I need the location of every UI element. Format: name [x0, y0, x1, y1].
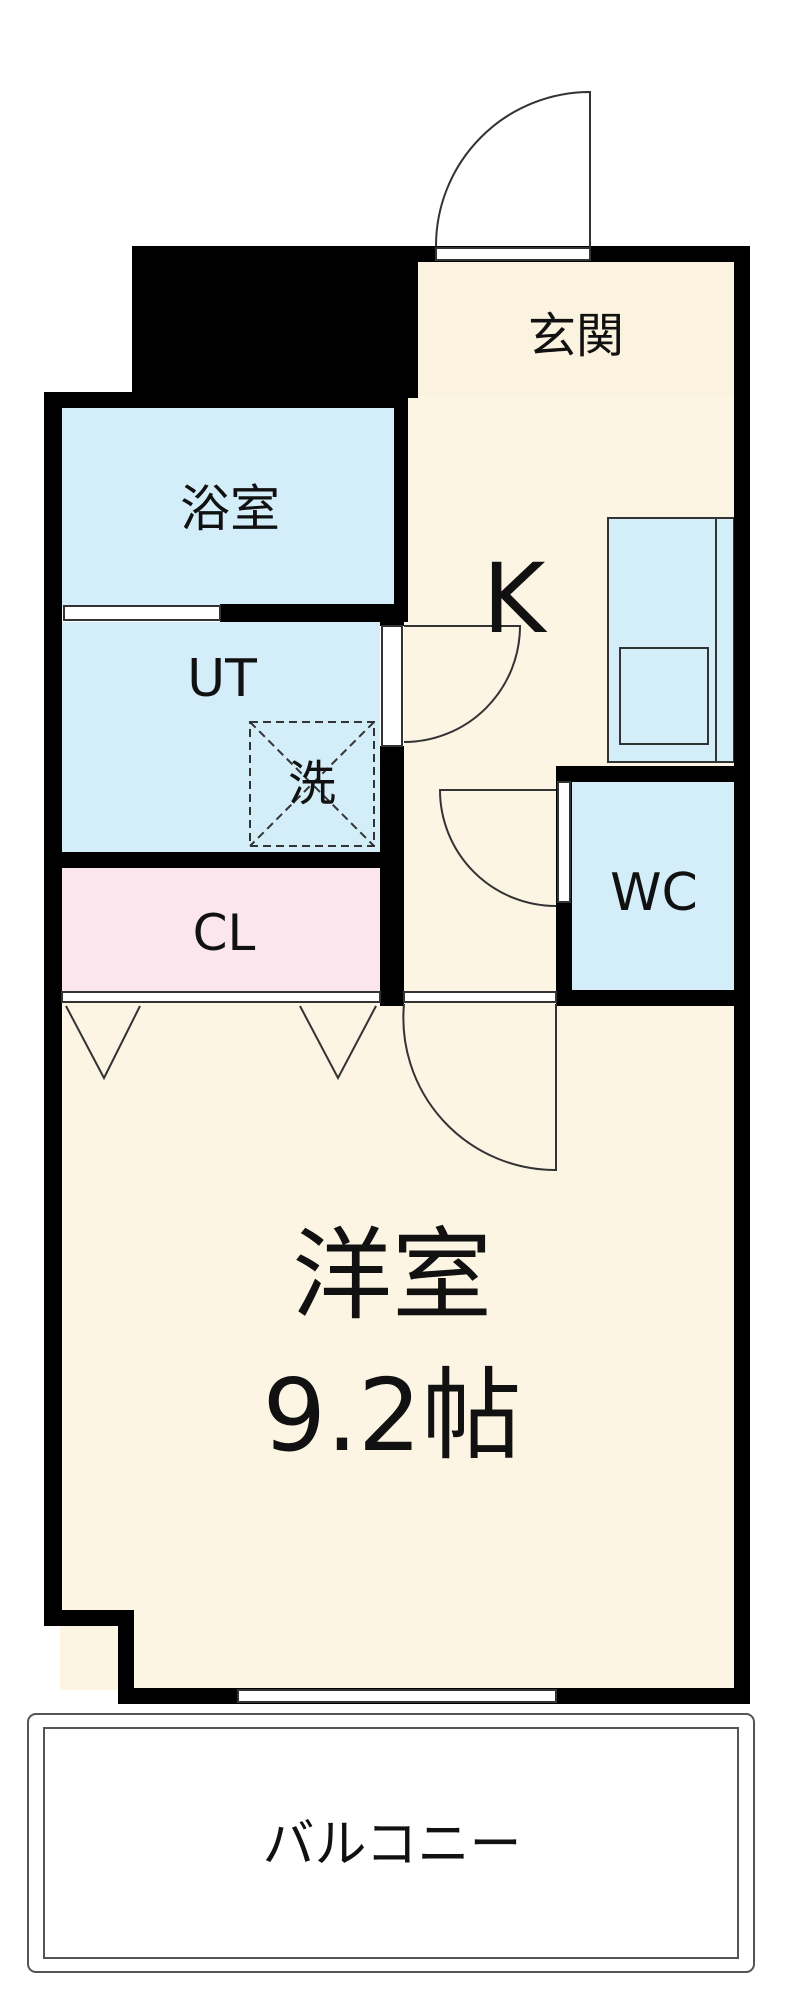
entrance-door-swing: [435, 90, 591, 248]
wall-top-bath: [44, 392, 404, 408]
balcony: [27, 1713, 755, 1973]
wall-ut-right-lower: [380, 746, 404, 1002]
wall-ut-right: [380, 608, 404, 626]
toilet-label: WC: [610, 863, 698, 923]
wc-door-swing: [438, 789, 557, 907]
western-room-size: 9.2帖: [262, 1357, 521, 1474]
wall-bath-right: [394, 392, 408, 616]
wall-left-notch: [44, 1610, 134, 1626]
balcony-label: バルコニー: [263, 1815, 522, 1875]
sink: [619, 647, 709, 745]
closet-door-left: [65, 1005, 141, 1081]
balcony-outer: [27, 1713, 755, 1973]
washer-box: [249, 721, 375, 847]
bath-label: 浴室: [180, 480, 280, 538]
wall-cl-bottom: [44, 990, 58, 1004]
wall-left-outer: [44, 392, 62, 1624]
wall-block-top-left: [132, 246, 418, 398]
bath-floor: [62, 408, 394, 608]
balcony-inner: [43, 1727, 739, 1959]
kitchen-counter: [607, 517, 735, 763]
labels: 玄関 浴室 K UT 洗 WC CL 洋室 9.2帖 バルコニー: [180, 308, 698, 1875]
balcony-window: [237, 1689, 557, 1703]
utility-label: UT: [187, 649, 257, 709]
washer-space: [249, 721, 375, 847]
ut-door-swing: [403, 625, 522, 743]
western-room-floor: [60, 1002, 734, 1690]
kitchen-label: K: [483, 543, 548, 655]
room-door-swing: [402, 1003, 557, 1172]
door-swings: [65, 90, 591, 1172]
washer-diag-2: [249, 721, 375, 847]
entrance-floor: [418, 262, 734, 396]
washer-label: 洗: [288, 756, 336, 812]
wall-room-top-mid: [380, 990, 404, 1006]
closet-door-opening: [61, 991, 381, 1003]
wall-wc-top: [556, 766, 750, 782]
closet-floor: [62, 868, 380, 992]
closet-door-right: [299, 1005, 377, 1081]
wall-left-lower: [118, 1610, 134, 1702]
wc-door-opening: [557, 781, 571, 903]
entrance-label: 玄関: [528, 308, 624, 364]
wall-bath-bottom: [220, 604, 408, 622]
wall-wc-bottom: [556, 990, 750, 1006]
western-room-label: 洋室: [292, 1217, 492, 1334]
toilet-floor: [572, 782, 734, 990]
ut-door-opening: [381, 625, 403, 747]
wall-ut-bottom: [44, 852, 404, 868]
room-door-opening: [403, 991, 557, 1003]
utility-floor: [62, 622, 380, 852]
closet-label: CL: [193, 904, 256, 962]
wall-right: [734, 246, 750, 1700]
washer-diag-1: [249, 721, 375, 847]
entrance-door-opening: [435, 247, 591, 261]
bath-door-opening: [63, 605, 221, 621]
openings: [61, 247, 591, 1703]
